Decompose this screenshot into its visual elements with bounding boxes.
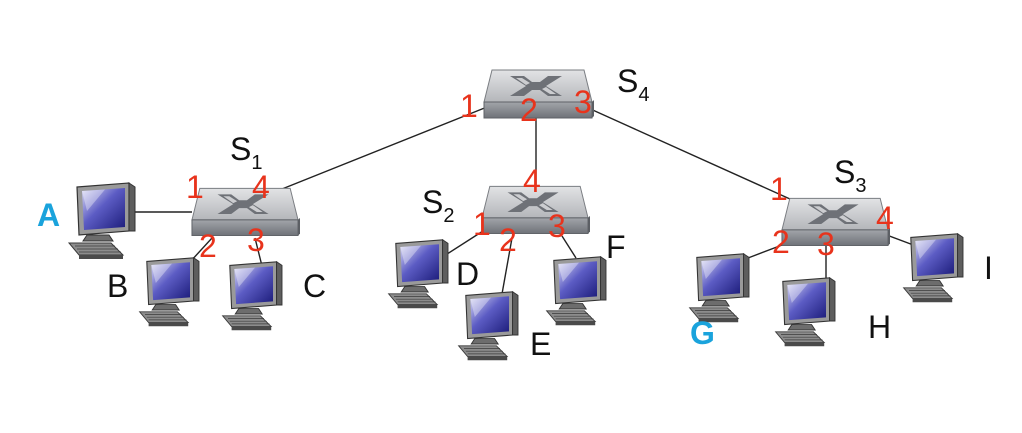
port-label: 2 <box>499 222 517 258</box>
link-s2-f <box>561 235 577 259</box>
port-label: 4 <box>876 200 894 236</box>
host-i: I <box>903 233 993 303</box>
host-label-a: A <box>37 197 60 233</box>
host-label-i: I <box>984 250 993 286</box>
host-g: G <box>689 253 750 351</box>
host-label-f: F <box>606 229 626 265</box>
link-s4-s1 <box>261 106 488 198</box>
port-label: 1 <box>186 169 204 205</box>
port-label: 4 <box>523 163 541 199</box>
switch-s2: S2 4 1 2 3 <box>422 163 590 258</box>
host-label-e: E <box>530 326 551 362</box>
host-label-d: D <box>456 256 479 292</box>
host-label-h: H <box>868 309 891 345</box>
port-label: 1 <box>460 88 478 124</box>
switch-label-s3: S3 <box>834 154 866 197</box>
host-label-b: B <box>107 268 128 304</box>
port-label: 1 <box>473 206 491 242</box>
port-label: 3 <box>574 84 592 120</box>
switch-label-s4: S4 <box>617 63 649 106</box>
host-d: D <box>388 239 479 309</box>
host-label-g: G <box>690 315 715 351</box>
port-label: 3 <box>548 208 566 244</box>
host-f: F <box>546 229 626 326</box>
host-e: E <box>458 291 551 362</box>
port-label: 4 <box>252 169 270 205</box>
port-label: 1 <box>770 171 788 207</box>
switch-s3: S3 1 4 2 3 <box>770 154 894 262</box>
port-label: 3 <box>247 222 265 258</box>
link-s2-d <box>443 230 484 257</box>
port-label: 2 <box>199 228 217 264</box>
port-label: 2 <box>772 224 790 260</box>
host-c: C <box>222 261 326 331</box>
switch-s4: S4 1 2 3 <box>460 63 649 128</box>
port-label: 3 <box>817 226 835 262</box>
port-label: 2 <box>520 92 538 128</box>
switch-label-s2: S2 <box>422 184 454 227</box>
switch-s1: S1 1 4 2 3 <box>186 131 300 264</box>
host-a: A <box>37 182 136 260</box>
link-s4-s3 <box>585 106 791 200</box>
host-label-c: C <box>303 268 326 304</box>
link-s1-c <box>254 237 263 267</box>
link-s2-e <box>501 237 513 295</box>
host-b: B <box>107 257 200 327</box>
host-h: H <box>775 277 891 347</box>
switch-label-s1: S1 <box>230 131 262 174</box>
